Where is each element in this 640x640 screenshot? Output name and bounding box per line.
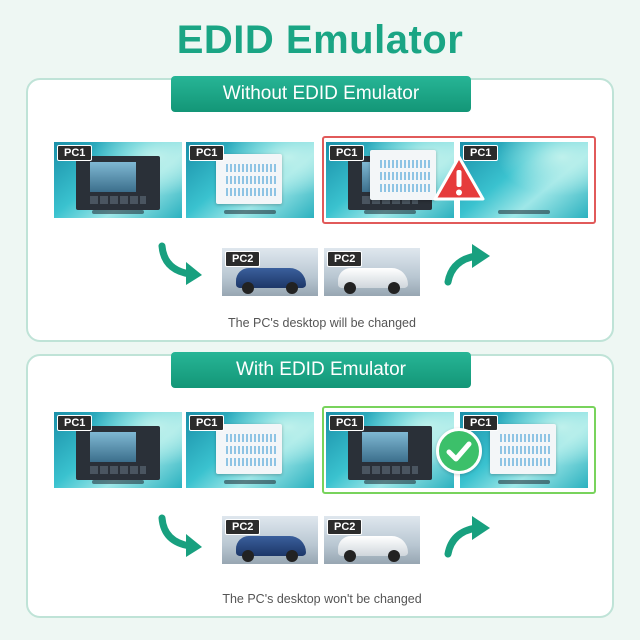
changed-desktops-frame [322, 136, 596, 224]
pc1-label: PC1 [329, 415, 365, 431]
warning-triangle-icon [433, 155, 485, 201]
pc1-desktop-explorer-kept: PC1 [460, 412, 588, 488]
unchanged-desktops-frame [322, 406, 596, 494]
pc2-label: PC2 [225, 251, 261, 267]
pc1-desktop-editor-kept: PC1 [326, 412, 454, 488]
pc1-desktop-mixed: PC1 [326, 142, 454, 218]
pc1-desktop-empty: PC1 [460, 142, 588, 218]
pc2-label: PC2 [327, 251, 363, 267]
without-caption: The PC's desktop will be changed [228, 316, 416, 330]
checkmark-circle-icon [436, 428, 482, 474]
pc1-desktop-explorer: PC1 [186, 412, 314, 488]
pc1-label: PC1 [189, 415, 225, 431]
pc1-label: PC1 [57, 145, 93, 161]
pc2-car-image-blue: PC2 [222, 516, 318, 564]
pc1-desktop-editor: PC1 [54, 412, 182, 488]
pc2-label: PC2 [327, 519, 363, 535]
with-emulator-panel: With EDID Emulator PC1 PC1 PC1 PC1 PC2 P… [26, 352, 614, 618]
pc1-desktop-editor: PC1 [54, 142, 182, 218]
pc1-label: PC1 [329, 145, 365, 161]
without-emulator-panel: Without EDID Emulator PC1 PC1 PC1 PC1 PC… [26, 76, 614, 342]
without-banner: Without EDID Emulator [171, 76, 471, 112]
with-caption: The PC's desktop won't be changed [222, 592, 422, 606]
page-title: EDID Emulator [176, 18, 464, 62]
pc2-label: PC2 [225, 519, 261, 535]
arrow-up-right-icon [444, 244, 490, 286]
pc1-desktop-explorer: PC1 [186, 142, 314, 218]
pc1-label: PC1 [463, 415, 499, 431]
arrow-up-right-icon [444, 516, 490, 558]
with-banner: With EDID Emulator [171, 352, 471, 388]
pc2-car-image-white: PC2 [324, 248, 420, 296]
arrow-down-right-icon [158, 242, 202, 285]
pc2-car-image-blue: PC2 [222, 248, 318, 296]
pc1-label: PC1 [57, 415, 93, 431]
arrow-down-right-icon [158, 514, 202, 557]
pc2-car-image-white: PC2 [324, 516, 420, 564]
pc1-label: PC1 [189, 145, 225, 161]
pc1-label: PC1 [463, 145, 499, 161]
